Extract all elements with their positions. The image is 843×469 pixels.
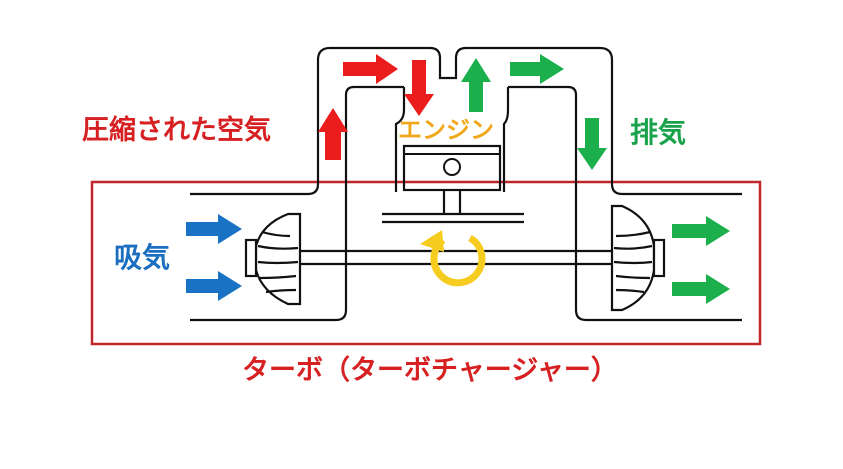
- turbo-frame: [90, 180, 762, 346]
- arrow-down-icon: [577, 118, 607, 170]
- arrow-right-icon: [672, 216, 730, 246]
- arrow-up-icon: [318, 108, 348, 160]
- inner-duct-wall: [190, 85, 404, 322]
- compressed-air-label: 圧縮された空気: [82, 115, 271, 146]
- arrow-right-icon: [672, 274, 730, 304]
- compressor-wheel-icon: [244, 212, 302, 306]
- turbo-shaft: [300, 249, 612, 266]
- diagram-title: ターボ（ターボチャージャー）: [242, 355, 618, 386]
- exhaust-label: 排気: [630, 116, 687, 149]
- exhaust-arrows: [461, 54, 730, 304]
- compressed-air-arrows: [318, 54, 434, 160]
- arrow-right-icon: [510, 54, 564, 84]
- inner-duct-wall-right: [508, 85, 742, 322]
- intake-label: 吸気: [114, 241, 171, 274]
- outer-duct-wall: [190, 46, 742, 196]
- arrow-down-icon: [404, 60, 434, 116]
- turbine-wheel-icon: [610, 204, 666, 312]
- arrow-up-icon: [461, 58, 491, 112]
- piston-icon: [382, 144, 524, 224]
- engine-label: エンジン: [398, 116, 494, 144]
- arrow-right-icon: [343, 54, 398, 84]
- circular-arrow-icon: [420, 230, 486, 287]
- engine-cylinder: [394, 87, 510, 192]
- intake-arrows: [186, 214, 242, 301]
- arrow-right-icon: [186, 214, 242, 244]
- arrow-right-icon: [186, 271, 242, 301]
